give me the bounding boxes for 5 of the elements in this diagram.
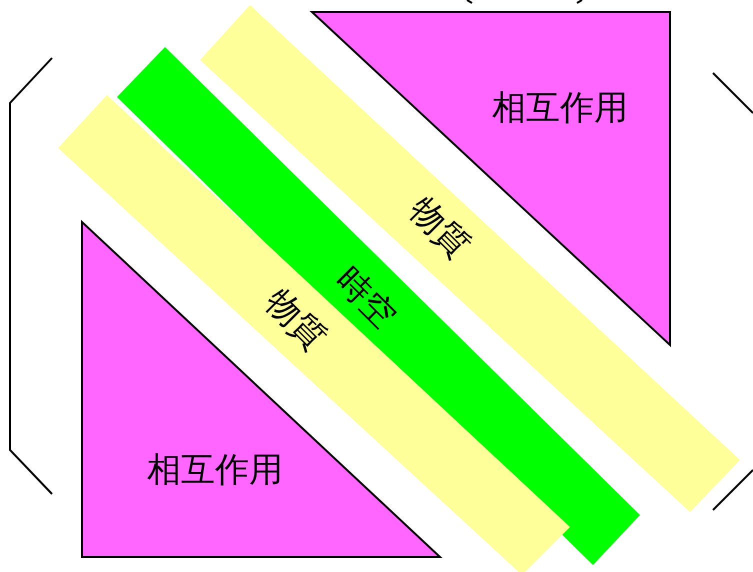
shape-label: 物質 <box>260 284 332 356</box>
shape-label: 物質 <box>404 192 476 264</box>
shape-label: 相互作用 <box>147 453 283 487</box>
shape-label: 時空 <box>330 262 402 334</box>
shape-label: 相互作用 <box>492 91 628 125</box>
